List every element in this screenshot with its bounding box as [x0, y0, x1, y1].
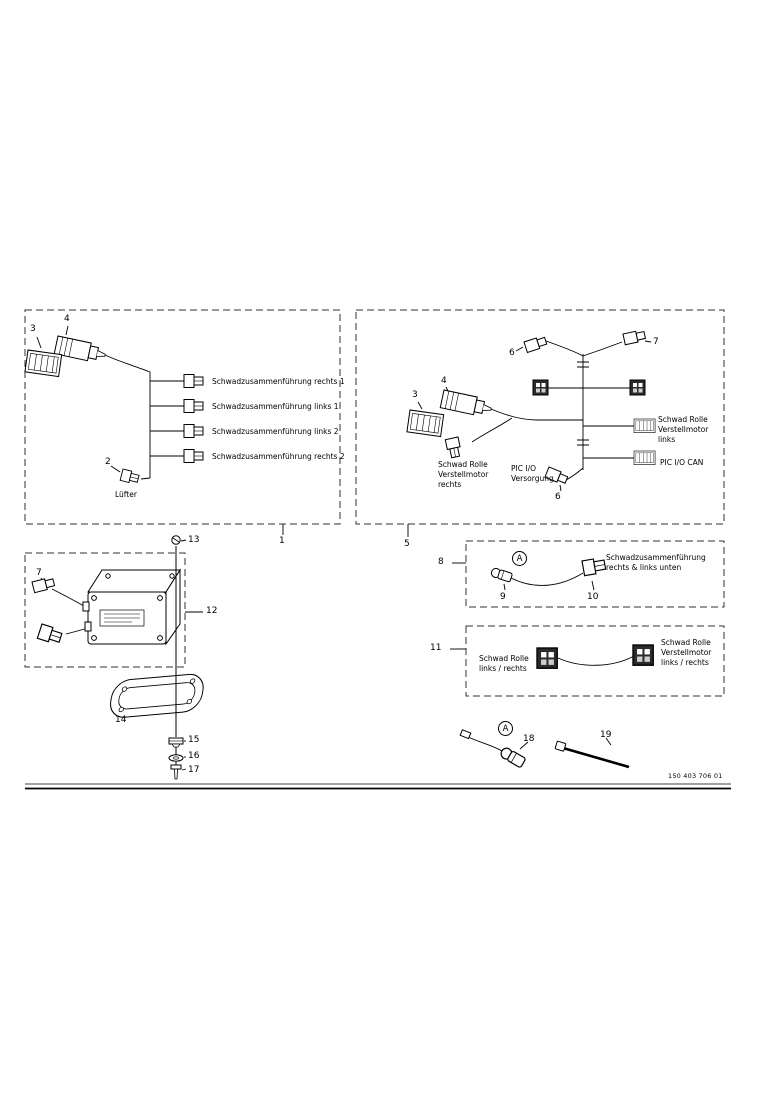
motor-rechts-connector-icon: [444, 436, 463, 459]
gasket-icon: [110, 673, 204, 718]
callout-18: 18: [523, 734, 535, 744]
connector-18-icon: [498, 745, 527, 769]
label-rolle-verstellmotor-links: Schwad Rolle Verstellmotor links: [658, 415, 709, 444]
label-luefter: Lüfter: [115, 490, 137, 499]
callout-17: 17: [188, 765, 200, 775]
connector-3-icon: [406, 409, 445, 438]
branch-connector-icon: [183, 399, 204, 413]
frame-control-box: [24, 552, 186, 668]
cable-tie-19-icon: [554, 740, 630, 769]
group-frames: [24, 309, 725, 697]
callout-6: 6: [555, 492, 561, 502]
callout-3: 3: [30, 324, 36, 334]
callout-8: 8: [438, 557, 444, 567]
callout-15: 15: [188, 735, 200, 745]
harness-1-wires: [36, 325, 284, 535]
callout-13: 13: [188, 535, 200, 545]
callout-6: 6: [509, 348, 515, 358]
callout-1: 1: [279, 536, 285, 546]
control-box-icon: [82, 568, 181, 646]
label-schwad-rechts-2: Schwadzusammenführung rechts 2: [212, 452, 345, 461]
cable-11-wires: [450, 648, 635, 666]
callout-7: 7: [653, 337, 659, 347]
label-rolle-verstellmotor-rechts: Schwad Rolle Verstellmotor rechts: [438, 460, 489, 489]
connector-7-icon: [31, 576, 56, 594]
cable-8-wires: [452, 562, 595, 591]
connector-9-icon: [489, 566, 514, 583]
branch-connector-icon: [183, 424, 204, 438]
luefter-connector-icon: [119, 468, 141, 485]
branch-connector-icon: [183, 449, 204, 463]
label-cable-11-left: Schwad Rolle links / rechts: [479, 654, 529, 673]
nut-15-icon: [168, 737, 184, 748]
item-18-wire: [465, 735, 503, 752]
frame-cable-11: [465, 625, 725, 697]
label-cable-11-right: Schwad Rolle Verstellmotor links / recht…: [661, 638, 712, 667]
callout-12: 12: [206, 606, 218, 616]
callout-4: 4: [64, 314, 70, 324]
screw-13-icon: [171, 535, 181, 545]
label-schwad-links-1: Schwadzusammenführung links 1: [212, 402, 339, 411]
connector-4-icon: [53, 335, 108, 365]
branch-connector-icon: [183, 374, 204, 388]
connector-4-icon: [439, 389, 494, 419]
frame-cable-8: [465, 540, 725, 608]
label-cable-8: Schwadzusammenführung rechts & links unt…: [606, 553, 706, 572]
callout-3: 3: [412, 390, 418, 400]
cable-11-left-connector-icon: [536, 647, 558, 669]
callout-2: 2: [105, 457, 111, 467]
label-schwad-links-2: Schwadzusammenführung links 2: [212, 427, 339, 436]
callout-9: 9: [500, 592, 506, 602]
connector-10-icon: [581, 556, 607, 577]
callout-16: 16: [188, 751, 200, 761]
callout-14: 14: [115, 715, 127, 725]
cable-end-icon: [459, 729, 472, 740]
callout-5: 5: [404, 539, 410, 549]
label-schwad-rechts-1: Schwadzusammenführung rechts 1: [212, 377, 345, 386]
pic-io-can-connector-icon: [633, 450, 656, 465]
connector-6-icon: [523, 335, 548, 353]
screw-17-icon: [170, 764, 182, 780]
washer-16-icon: [168, 754, 184, 762]
doc-number: 150 403 706 01: [668, 772, 723, 780]
black-connector-left-icon: [532, 379, 549, 396]
callout-7: 7: [36, 568, 42, 578]
label-pic-io-can: PIC I/O CAN: [660, 458, 704, 467]
callout-10: 10: [587, 592, 599, 602]
marker-a-badge: A: [498, 721, 513, 736]
connector-3-icon: [24, 349, 63, 378]
cable-11-right-connector-icon: [632, 644, 654, 666]
harness-5-wires: [407, 340, 652, 537]
callout-19: 19: [600, 730, 612, 740]
footer-rules: [25, 783, 731, 790]
motor-links-connector-icon: [633, 418, 656, 433]
label-pic-io-versorgung: PIC I/O Versorgung: [511, 464, 554, 483]
frame-harness-1: [24, 309, 341, 525]
marker-a-badge: A: [512, 551, 527, 566]
box-connector-icon: [36, 623, 64, 646]
connector-7-icon: [622, 329, 647, 346]
frame-harness-5: [355, 309, 725, 525]
black-connector-right-icon: [629, 379, 646, 396]
callout-4: 4: [441, 376, 447, 386]
callout-11: 11: [430, 643, 442, 653]
